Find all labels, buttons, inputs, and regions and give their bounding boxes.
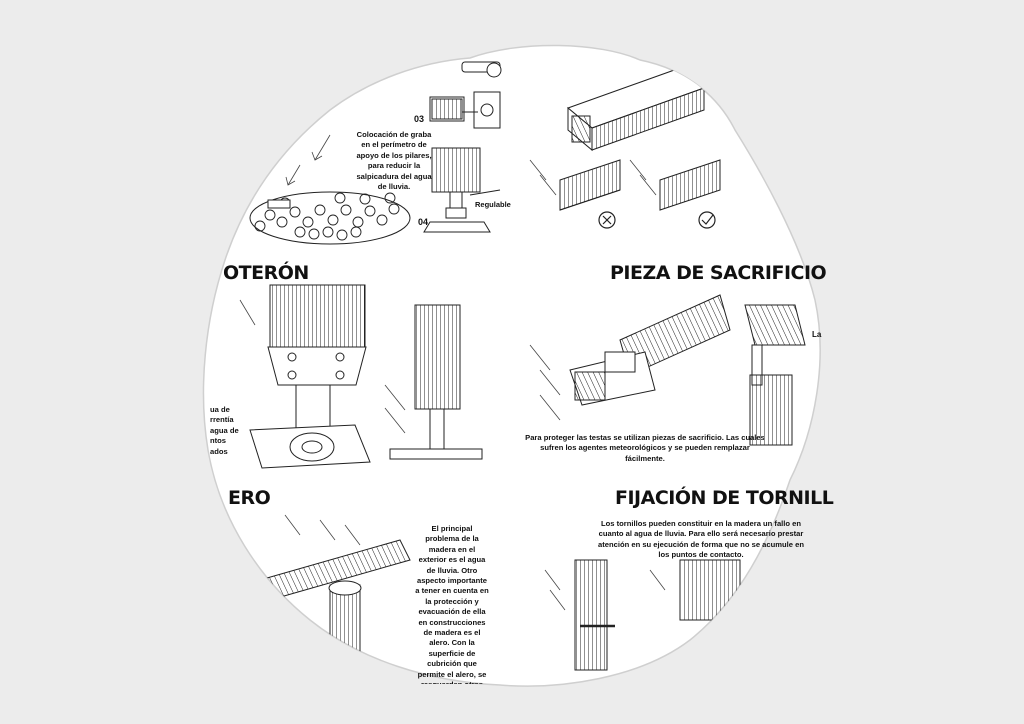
rain-arrows-bottomleft	[284, 514, 361, 546]
wrench-step	[461, 61, 502, 78]
text-grava: Colocación de graba en el perímetro de a…	[356, 130, 432, 192]
rain-arrows-midleft	[239, 299, 406, 434]
text-sacrificio: Para proteger las testas se utilizan pie…	[525, 433, 765, 463]
rain-arrows-topright	[529, 159, 657, 196]
adjustable-foot-step4	[423, 147, 501, 233]
text-alero: El principal problema de la madera en el…	[415, 524, 489, 684]
gravel-drawing	[249, 191, 411, 245]
pillar-shoe	[249, 284, 371, 469]
step-3-label: 03	[414, 114, 425, 124]
regulable-label: Regulable	[475, 200, 511, 209]
text-tornillos: Los tornillos pueden constituir en la ma…	[598, 519, 804, 560]
text-right-edge: La	[812, 330, 822, 339]
drip-beam-right	[659, 159, 721, 211]
text-left-fragment: ua de rrentía agua de ntos ados	[210, 405, 239, 456]
wrong-icon	[598, 211, 616, 229]
heading-guardacanto-fragment: OTERÓN	[223, 262, 309, 284]
rain-arrows-bottomright	[544, 569, 666, 611]
rain-arrows-topleft	[285, 134, 331, 186]
beam-top-right	[567, 67, 705, 152]
drip-beam-left	[559, 159, 621, 211]
pillar-side	[389, 304, 483, 460]
step-4-label: 04	[418, 217, 429, 227]
sacrifice-beam-right	[744, 304, 806, 446]
heading-sacrificio: PIEZA DE SACRIFICIO	[610, 262, 827, 284]
bracket-step3	[429, 91, 501, 129]
right-icon	[698, 211, 716, 229]
sacrifice-piece	[569, 294, 731, 406]
heading-alero-fragment: ERO	[228, 487, 271, 509]
heading-tornillos: FIJACIÓN DE TORNILL	[615, 487, 834, 509]
rain-arrows-midright	[529, 344, 561, 421]
